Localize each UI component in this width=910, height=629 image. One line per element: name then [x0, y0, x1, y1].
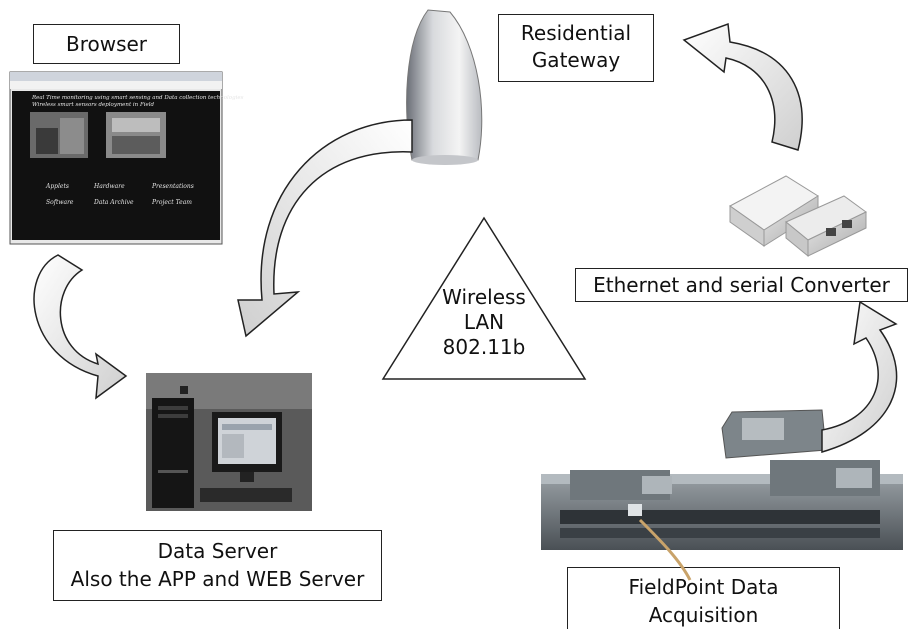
browser-link-presentations: Presentations	[151, 183, 194, 190]
browser-heading-1: Real Time monitoring using smart sensing…	[31, 95, 244, 101]
browser-link-hardware: Hardware	[93, 183, 125, 190]
arrow-converter-to-gateway	[682, 22, 803, 151]
arrow-browser-to-server	[33, 254, 128, 400]
fieldpoint-label: FieldPoint Data Acquisition	[567, 567, 840, 629]
browser-link-project-team: Project Team	[151, 199, 192, 206]
data-server-label: Data Server Also the APP and WEB Server	[53, 530, 382, 601]
wireless-lan-line-3: 802.11b	[442, 335, 526, 359]
gateway-label-line-2: Gateway	[531, 48, 621, 72]
converter-label: Ethernet and serial Converter	[575, 268, 908, 302]
browser-screenshot	[9, 71, 223, 245]
browser-label-text: Browser	[65, 32, 148, 56]
residential-gateway-device	[406, 9, 483, 165]
wireless-lan-line-1: Wireless	[442, 285, 526, 309]
data-server-label-line-1: Data Server	[157, 539, 278, 563]
browser-link-applets: Applets	[45, 183, 69, 190]
arrow-gateway-to-server	[237, 119, 413, 338]
browser-heading-2: Wireless smart sensors deployment in Fie…	[32, 102, 155, 108]
data-server-label-line-2: Also the APP and WEB Server	[70, 567, 365, 591]
fieldpoint-label-line-2: Acquisition	[648, 603, 759, 627]
arrow-fieldpoint-to-converter	[821, 300, 898, 453]
wireless-lan-label: Wireless LAN 802.11b	[424, 285, 544, 360]
browser-link-software: Software	[46, 199, 74, 206]
gateway-label: Residential Gateway	[498, 14, 654, 82]
browser-label: Browser	[33, 24, 180, 64]
converter-label-text: Ethernet and serial Converter	[593, 273, 890, 297]
gateway-label-line-1: Residential	[520, 21, 632, 45]
fieldpoint-label-line-1: FieldPoint Data	[628, 575, 779, 599]
wireless-lan-line-2: LAN	[463, 310, 505, 334]
converter-devices	[729, 175, 867, 258]
browser-link-data-archive: Data Archive	[93, 199, 134, 206]
data-server-photo	[146, 373, 312, 511]
fieldpoint-device	[541, 409, 903, 581]
wireless-lan-triangle	[381, 216, 587, 380]
